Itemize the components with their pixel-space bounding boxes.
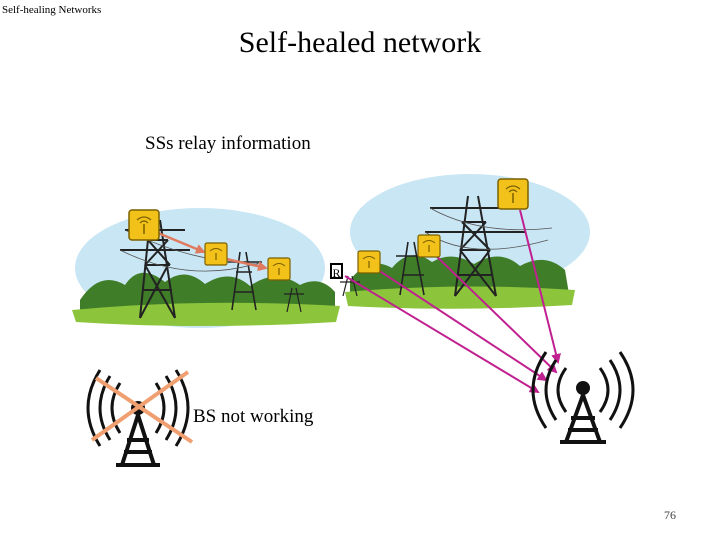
left-pylon-small xyxy=(284,287,304,313)
relay-marker: R xyxy=(330,263,343,280)
right-landscape xyxy=(340,174,590,309)
ss-antenna-icon-5 xyxy=(417,234,441,258)
page-number: 76 xyxy=(664,508,676,522)
ss-antenna-icon-2 xyxy=(204,242,228,266)
left-pylon-medium xyxy=(228,251,262,311)
ss-antenna-icon-3 xyxy=(267,257,291,281)
subtitle-ss-relay: SSs relay information xyxy=(145,133,311,154)
slide-title: Self-healed network xyxy=(238,26,482,59)
slide-header: Self-healing Networks xyxy=(2,4,102,16)
right-pylon-medium xyxy=(396,241,430,296)
bs-uplink-arrows xyxy=(344,209,561,394)
left-landscape xyxy=(72,208,340,328)
working-bs-tower-icon xyxy=(531,351,635,444)
ss-antenna-icon-6 xyxy=(497,178,529,210)
ss-antenna-icon-1 xyxy=(128,209,160,241)
failure-cross-icon xyxy=(90,370,194,444)
bs-not-working-label: BS not working xyxy=(193,406,314,427)
ss-relay-links xyxy=(157,231,268,272)
ss-antenna-icon-4 xyxy=(357,250,381,274)
